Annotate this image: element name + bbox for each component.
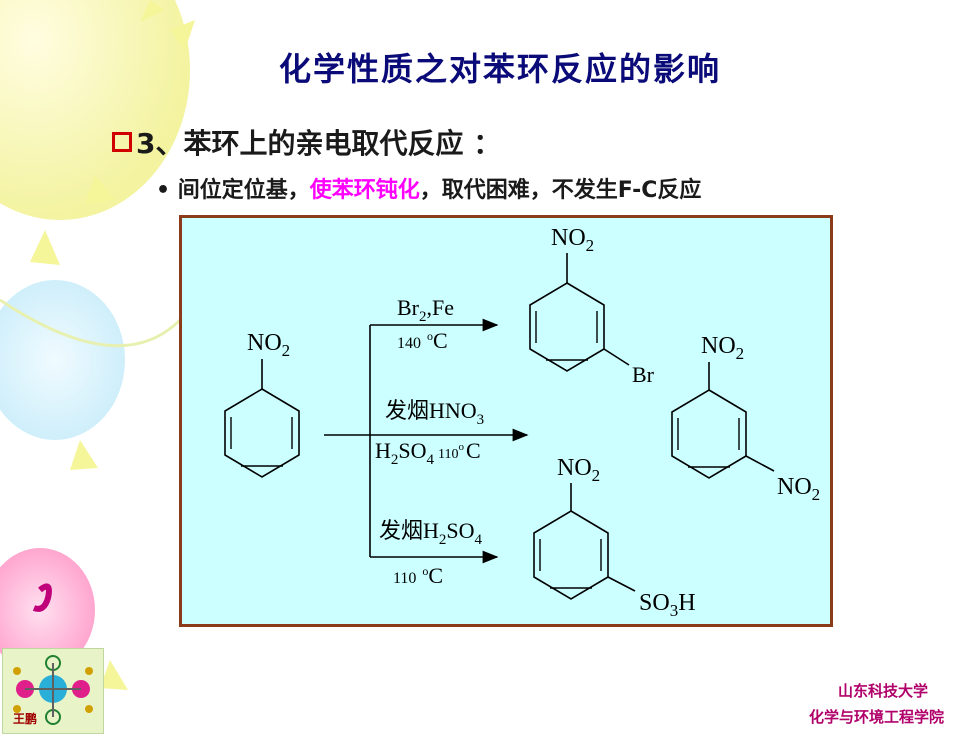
benzene-ring <box>533 510 609 600</box>
footer-university: 山东科技大学 <box>837 682 928 700</box>
heading-text: 苯环上的亲电取代反应 ： <box>183 127 502 160</box>
reagent-bromination: Br2,Fe <box>397 295 454 325</box>
bullet-text-part2: ，取代困难，不发生F-C反应 <box>419 178 702 203</box>
reaction-panel <box>179 215 833 627</box>
decor-triangle <box>85 175 115 205</box>
footer-college: 化学与环境工程学院 <box>808 708 944 726</box>
reagent-nitration: 发烟HNO3 <box>385 398 484 428</box>
product-bromonitrobenzene: NO2 Br <box>529 225 655 387</box>
reactant-label: NO2 <box>247 330 290 360</box>
section-heading: 3、 苯环上的亲电取代反应 ： <box>112 122 501 162</box>
decor-triangle <box>170 20 195 50</box>
decor-curve <box>0 298 182 348</box>
square-bullet-icon <box>112 132 132 152</box>
heading-number: 3、 <box>136 127 184 160</box>
product-dinitrobenzene: NO2 NO2 <box>671 333 820 504</box>
author-logo: 王鹏 <box>2 648 104 734</box>
blue-balloon-shape <box>0 280 125 440</box>
decor-triangle <box>100 660 128 690</box>
bond-line <box>745 455 775 472</box>
product2-substituent: NO2 <box>777 474 820 504</box>
decor-triangle <box>70 440 98 470</box>
benzene-ring <box>224 388 300 478</box>
product-nitrobenzenesulfonic-acid: NO2 SO3H <box>533 455 696 620</box>
bullet-text-part1: 间位定位基， <box>177 178 310 203</box>
benzene-ring <box>529 282 605 372</box>
bullet-highlight: 使苯环钝化 <box>309 178 420 203</box>
yellow-balloon-shape <box>0 0 190 220</box>
decor-triangle <box>140 0 165 22</box>
bullet-point: • 间位定位基，使苯环钝化，取代困难，不发生F-C反应 <box>156 172 701 204</box>
product3-substituent: SO3H <box>639 590 696 620</box>
product1-top-label: NO2 <box>551 225 594 255</box>
bullet-marker: • <box>156 178 171 203</box>
bond-line <box>607 576 636 592</box>
molecule-logo-icon <box>13 655 93 725</box>
product3-top-label: NO2 <box>557 455 600 485</box>
pink-swirl-shape <box>32 583 52 612</box>
reagent-sulfonation: 发烟H2SO4 <box>379 518 483 548</box>
slide-title: 化学性质之对苯环反应的影响 <box>278 50 721 88</box>
decor-triangle <box>30 230 60 265</box>
benzene-ring <box>671 389 747 479</box>
reactant-nitrobenzene: NO2 <box>224 330 300 478</box>
logo-author-name: 王鹏 <box>13 712 38 726</box>
product2-top-label: NO2 <box>701 333 744 363</box>
product1-substituent: Br <box>632 362 655 387</box>
bond-line <box>603 348 630 366</box>
pink-balloon-shape <box>0 548 95 672</box>
